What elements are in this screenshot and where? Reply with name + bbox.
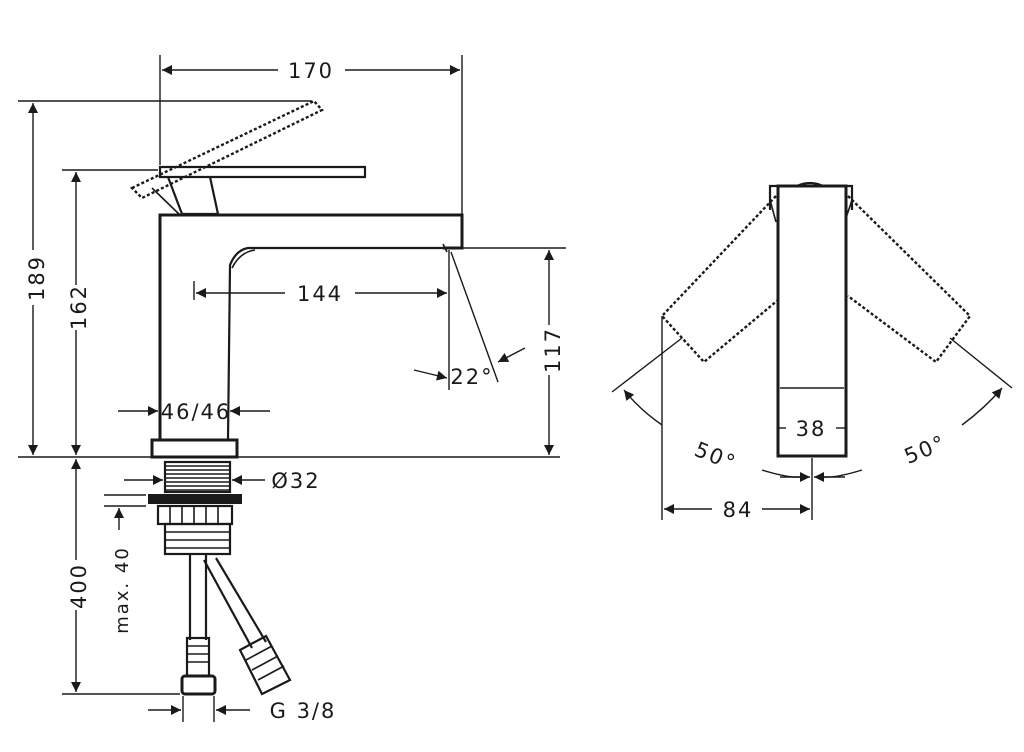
counter-plate — [148, 494, 242, 504]
supply-hoses — [180, 554, 292, 696]
threaded-shank — [163, 460, 232, 494]
dim-label-spout-height: 117 — [541, 327, 565, 373]
lever-swing-left — [660, 195, 779, 364]
dim-label-base-width: 46/46 — [161, 400, 232, 424]
dim-label-swing-left: 50° — [691, 437, 740, 475]
base-plate — [150, 438, 239, 459]
dim-label-handle-width: 38 — [796, 417, 827, 441]
dim-label-swing-right: 50° — [901, 430, 950, 468]
lever-swing-right — [847, 195, 972, 364]
lever-open-outline — [129, 99, 324, 200]
dim-label-max-thickness: max. 40 — [112, 546, 133, 634]
spout-underside — [226, 246, 443, 441]
lever-closed — [158, 165, 367, 179]
dim-label-hole-diameter: Ø32 — [271, 469, 320, 493]
top-view-dimensions — [611, 316, 1013, 520]
dim-label-height-body: 162 — [67, 284, 91, 330]
faucet-top-view — [660, 181, 972, 458]
spout-top — [776, 184, 848, 458]
dim-label-width-total: 170 — [288, 59, 334, 83]
dim-label-spout-reach: 144 — [297, 282, 343, 306]
dimension-lines — [18, 55, 566, 722]
faucet-side-view — [129, 99, 464, 696]
dim-label-spout-angle: 22° — [450, 365, 493, 389]
fixing-nut — [156, 504, 234, 556]
dim-label-thread: G 3/8 — [270, 699, 337, 723]
dim-label-offset: 84 — [723, 498, 754, 522]
dim-label-height-total: 189 — [25, 255, 49, 301]
dim-label-connection-length: 400 — [67, 563, 91, 609]
